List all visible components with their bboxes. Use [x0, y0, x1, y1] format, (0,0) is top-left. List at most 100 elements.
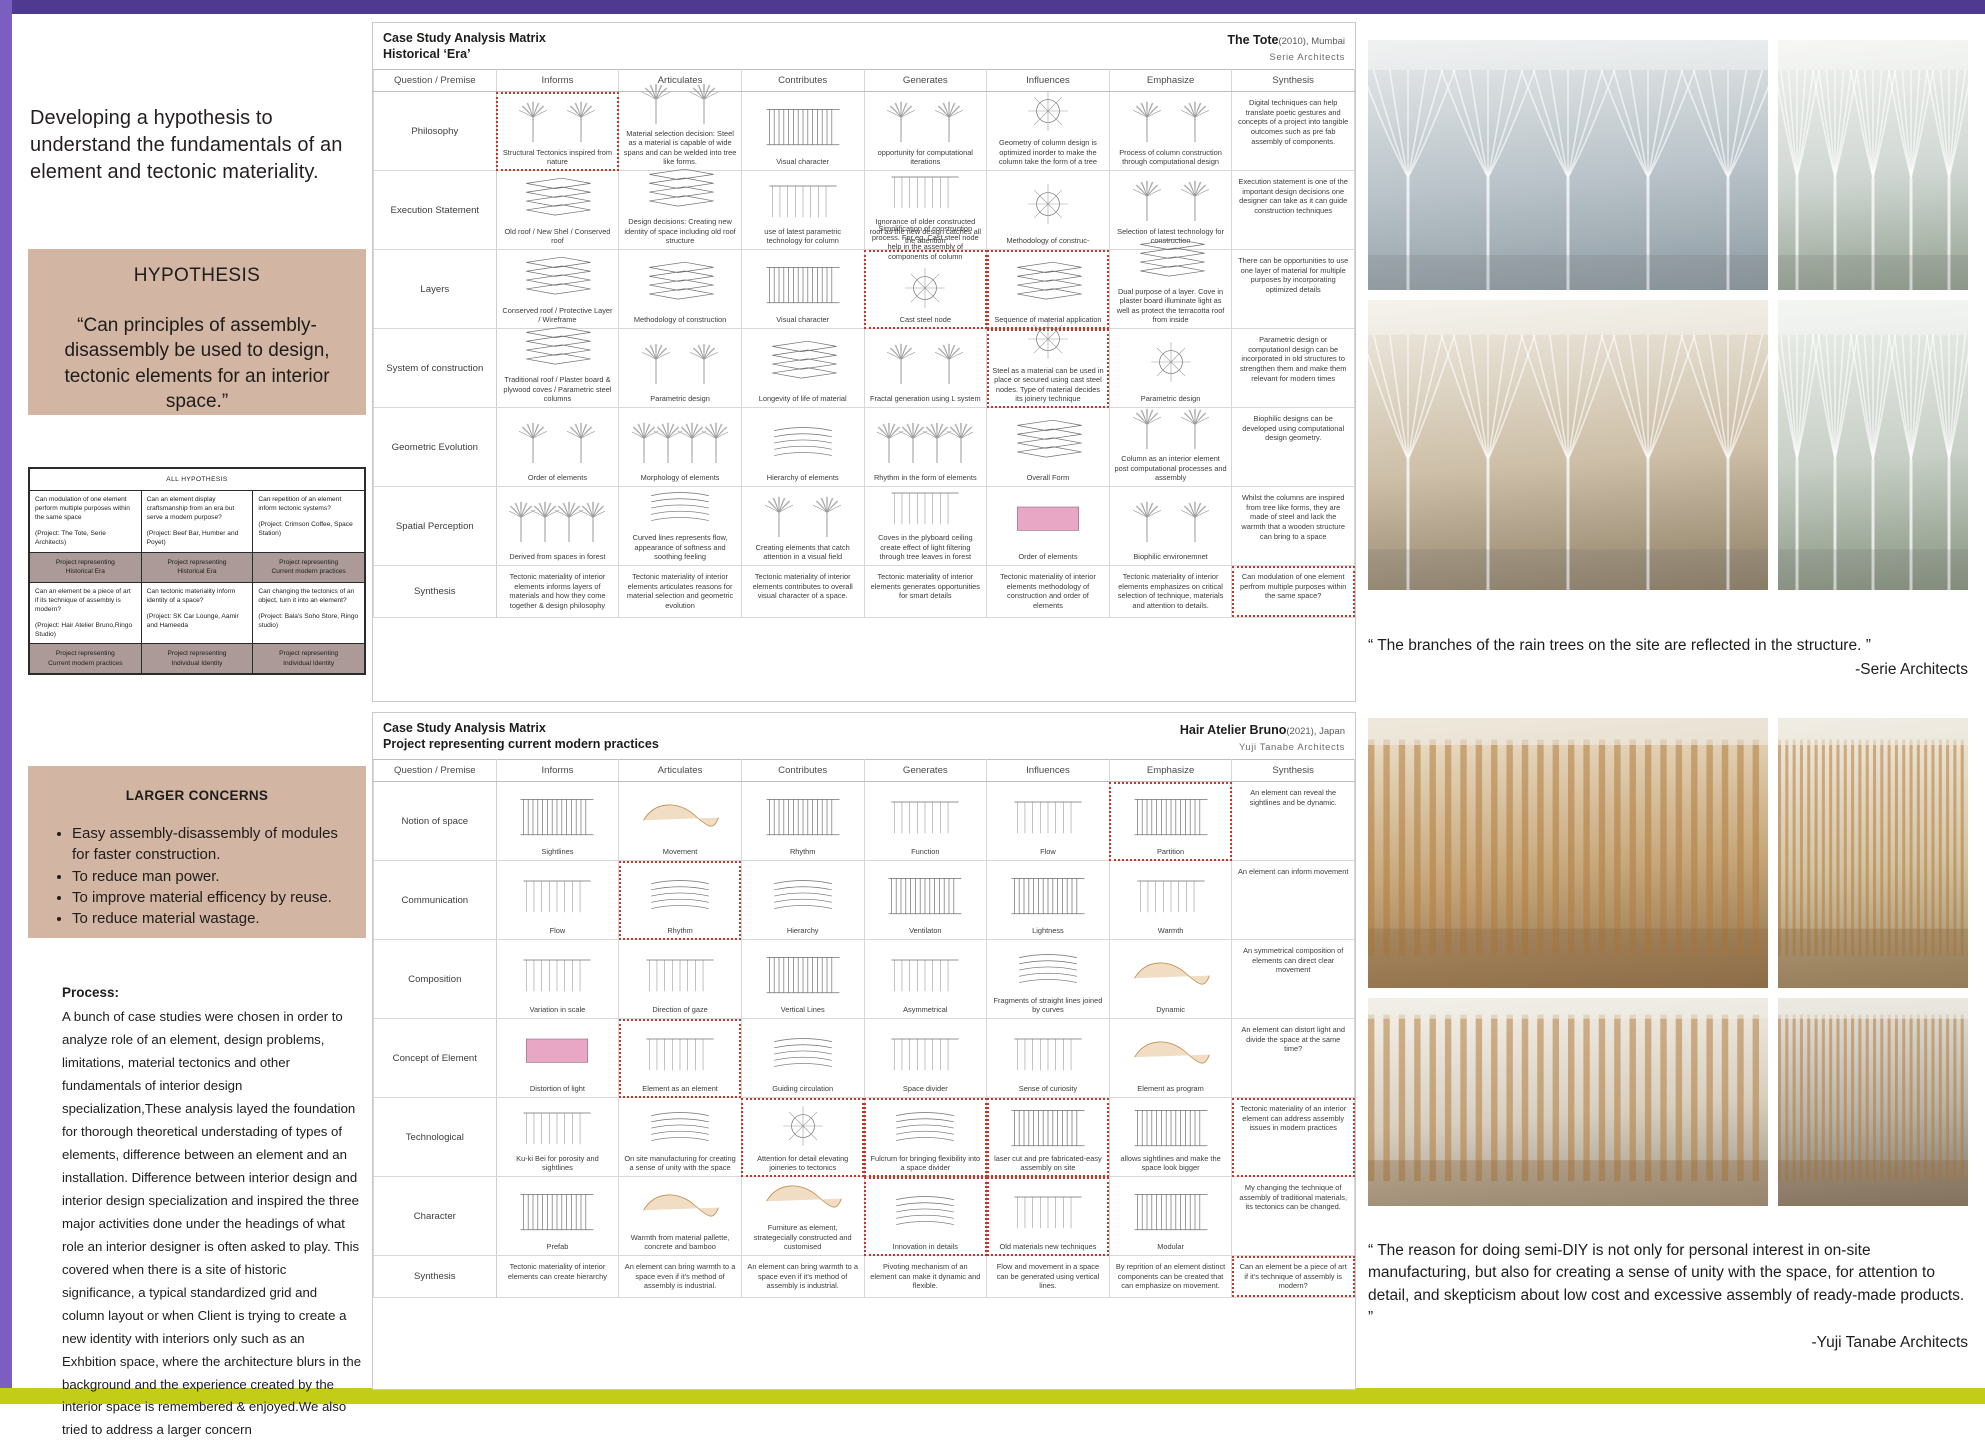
- matrix-cell[interactable]: Tectonic materiality of interior element…: [618, 565, 742, 618]
- matrix-cell[interactable]: Dynamic: [1108, 939, 1233, 1019]
- matrix-cell[interactable]: Whilst the columns are inspired from tre…: [1231, 486, 1355, 566]
- matrix-cell[interactable]: An element can inform movement: [1231, 860, 1355, 940]
- matrix-cell[interactable]: Function: [863, 781, 988, 861]
- matrix-cell[interactable]: By reprition of an element distinct comp…: [1108, 1255, 1233, 1298]
- matrix-cell[interactable]: Fractal generation using L system: [863, 328, 988, 408]
- matrix-cell[interactable]: Methodology of construction: [618, 249, 742, 329]
- matrix-cell[interactable]: An element can distort light and divide …: [1231, 1018, 1355, 1098]
- matrix-cell[interactable]: Column as an interior element post compu…: [1108, 407, 1233, 487]
- matrix-cell[interactable]: Element as an element: [618, 1018, 742, 1098]
- matrix-cell[interactable]: There can be opportunities to use one la…: [1231, 249, 1355, 329]
- matrix-cell[interactable]: Parametric design: [1108, 328, 1233, 408]
- matrix-cell[interactable]: Tectonic materiality of an interior elem…: [1231, 1097, 1355, 1177]
- matrix-cell[interactable]: Direction of gaze: [618, 939, 742, 1019]
- matrix-cell[interactable]: Warmth: [1108, 860, 1233, 940]
- matrix-cell[interactable]: Prefab: [495, 1176, 620, 1256]
- matrix-cell[interactable]: Warmth from material pallette, concrete …: [618, 1176, 742, 1256]
- matrix-cell[interactable]: An element can bring warmth to a space e…: [618, 1255, 742, 1298]
- matrix-cell[interactable]: Fulcrum for bringing flexibility into a …: [863, 1097, 988, 1177]
- matrix-cell[interactable]: Dual purpose of a layer. Cove in plaster…: [1108, 238, 1233, 329]
- matrix-cell[interactable]: An symmetrical composition of elements c…: [1231, 939, 1355, 1019]
- matrix-cell[interactable]: Modular: [1108, 1176, 1233, 1256]
- matrix-cell[interactable]: Parametric design: [618, 328, 742, 408]
- matrix-cell[interactable]: Morphology of elements: [618, 407, 742, 487]
- matrix-cell[interactable]: Rhythm in the form of elements: [863, 407, 988, 487]
- matrix-cell[interactable]: Design decisions: Creating new identity …: [618, 169, 742, 250]
- matrix-cell[interactable]: Flow and movement in a space can be gene…: [986, 1255, 1110, 1298]
- matrix-cell[interactable]: Biophilic designs can be developed using…: [1231, 407, 1355, 487]
- matrix-cell[interactable]: Geometry of column design is optimized i…: [986, 91, 1110, 171]
- matrix-cell[interactable]: Biophilic environemnet: [1108, 486, 1233, 566]
- matrix-cell[interactable]: Rhythm: [740, 781, 865, 861]
- matrix-cell[interactable]: Structural Tectonics inspired from natur…: [495, 91, 620, 171]
- matrix-cell[interactable]: Ignorance of older constructed roof as t…: [863, 170, 988, 250]
- matrix-cell[interactable]: Ventilaton: [863, 860, 988, 940]
- matrix-cell[interactable]: Furniture as element, strategecially con…: [740, 1176, 865, 1256]
- matrix-cell[interactable]: Movement: [618, 781, 742, 861]
- matrix-cell[interactable]: Hierarchy: [740, 860, 865, 940]
- matrix1-header: Case Study Analysis Matrix Historical ‘E…: [373, 23, 1355, 69]
- matrix-cell[interactable]: Conserved roof / Protective Layer / Wire…: [495, 249, 620, 329]
- matrix-cell[interactable]: Tectonic materiality of interior element…: [863, 565, 988, 618]
- matrix-cell[interactable]: Methodology of construc-: [986, 170, 1110, 250]
- matrix-cell[interactable]: Longevity of life of material: [740, 328, 865, 408]
- matrix-cell[interactable]: Digital techniques can help translate po…: [1231, 91, 1355, 171]
- matrix-cell[interactable]: Creating elements that catch attention i…: [740, 486, 865, 566]
- matrix-cell[interactable]: Attention for detail elevating joineries…: [740, 1097, 865, 1177]
- matrix-cell[interactable]: Innovation in details: [863, 1176, 988, 1256]
- matrix-cell[interactable]: Flow: [495, 860, 620, 940]
- matrix-cell[interactable]: Sightlines: [495, 781, 620, 861]
- matrix-cell[interactable]: Steel as a material can be used in place…: [986, 319, 1110, 408]
- matrix-cell[interactable]: Can an element be a piece of art if it's…: [1231, 1255, 1355, 1298]
- matrix-cell[interactable]: Vertical Lines: [740, 939, 865, 1019]
- matrix-cell[interactable]: Tectonic materiality of interior element…: [740, 565, 865, 618]
- matrix-cell[interactable]: Parametric design or computationl design…: [1231, 328, 1355, 408]
- matrix-cell[interactable]: Ku-ki Bei for porosity and sightlines: [495, 1097, 620, 1177]
- matrix-cell[interactable]: Tectonic materiality of interior element…: [1108, 565, 1233, 618]
- matrix-cell[interactable]: Variation in scale: [495, 939, 620, 1019]
- matrix-cell[interactable]: Traditional roof / Plaster board & plywo…: [495, 327, 620, 408]
- matrix-cell[interactable]: Rhythm: [618, 860, 742, 940]
- matrix-cell[interactable]: My changing the technique of assembly of…: [1231, 1176, 1355, 1256]
- matrix-cell-caption: Dynamic: [1156, 1004, 1185, 1014]
- matrix-cell[interactable]: Tectonic materiality of interior element…: [495, 1255, 620, 1298]
- matrix-cell[interactable]: Pivoting mechanism of an element can mak…: [863, 1255, 988, 1298]
- matrix-cell[interactable]: Execution statement is one of the import…: [1231, 170, 1355, 250]
- matrix-cell[interactable]: Element as program: [1108, 1018, 1233, 1098]
- matrix-cell[interactable]: Tectonic materiality of interior element…: [986, 565, 1110, 618]
- matrix-cell[interactable]: Coves in the plyboard ceiling create eff…: [863, 486, 988, 566]
- matrix-cell[interactable]: Derived from spaces in forest: [495, 486, 620, 566]
- matrix-cell[interactable]: Lightness: [986, 860, 1110, 940]
- matrix-cell[interactable]: Visual character: [740, 91, 865, 171]
- matrix-cell[interactable]: Overall Form: [986, 407, 1110, 487]
- matrix-cell[interactable]: Order of elements: [986, 486, 1110, 566]
- matrix-cell[interactable]: Visual character: [740, 249, 865, 329]
- matrix-cell[interactable]: Guiding circulation: [740, 1018, 865, 1098]
- matrix-cell[interactable]: An element can reveal the sightlines and…: [1231, 781, 1355, 861]
- matrix-cell[interactable]: On site manufacturing for creating a sen…: [618, 1097, 742, 1177]
- matrix-cell[interactable]: laser cut and pre fabricated-easy assemb…: [986, 1097, 1110, 1177]
- matrix-cell[interactable]: Flow: [986, 781, 1110, 861]
- matrix-cell[interactable]: Can modulation of one element perfrom mu…: [1231, 565, 1355, 618]
- matrix-cell[interactable]: An element can bring warmth to a space e…: [740, 1255, 865, 1298]
- matrix-cell[interactable]: Distortion of light: [495, 1018, 620, 1098]
- matrix-cell[interactable]: opportunity for computational iterations: [863, 91, 988, 171]
- matrix-cell[interactable]: Material selection decision: Steel as a …: [618, 83, 742, 171]
- matrix-cell[interactable]: Tectonic materiality of interior element…: [495, 565, 620, 618]
- matrix-cell-text: Tectonic materiality of interior element…: [870, 572, 980, 601]
- matrix-cell[interactable]: Partition: [1108, 781, 1233, 861]
- matrix-cell[interactable]: Old roof / New Shel / Conserved roof: [495, 170, 620, 250]
- matrix-cell[interactable]: Space divider: [863, 1018, 988, 1098]
- matrix-cell[interactable]: Curved lines represents flow, appearance…: [618, 486, 742, 566]
- matrix-cell[interactable]: Old materials new techniques: [986, 1176, 1110, 1256]
- matrix-cell[interactable]: allows sightlines and make the space loo…: [1108, 1097, 1233, 1177]
- matrix-cell[interactable]: Hierarchy of elements: [740, 407, 865, 487]
- matrix-cell[interactable]: Simplification of construction process. …: [863, 224, 988, 329]
- matrix-cell[interactable]: Fragments of straight lines joined by cu…: [986, 939, 1110, 1019]
- matrix-cell[interactable]: Order of elements: [495, 407, 620, 487]
- matrix-cell[interactable]: Sense of curiosity: [986, 1018, 1110, 1098]
- matrix-cell[interactable]: Sequence of material application: [986, 249, 1110, 329]
- matrix-cell[interactable]: use of latest parametric technology for …: [740, 170, 865, 250]
- matrix-cell[interactable]: Asymmetrical: [863, 939, 988, 1019]
- matrix-cell[interactable]: Process of column construction through c…: [1108, 91, 1233, 171]
